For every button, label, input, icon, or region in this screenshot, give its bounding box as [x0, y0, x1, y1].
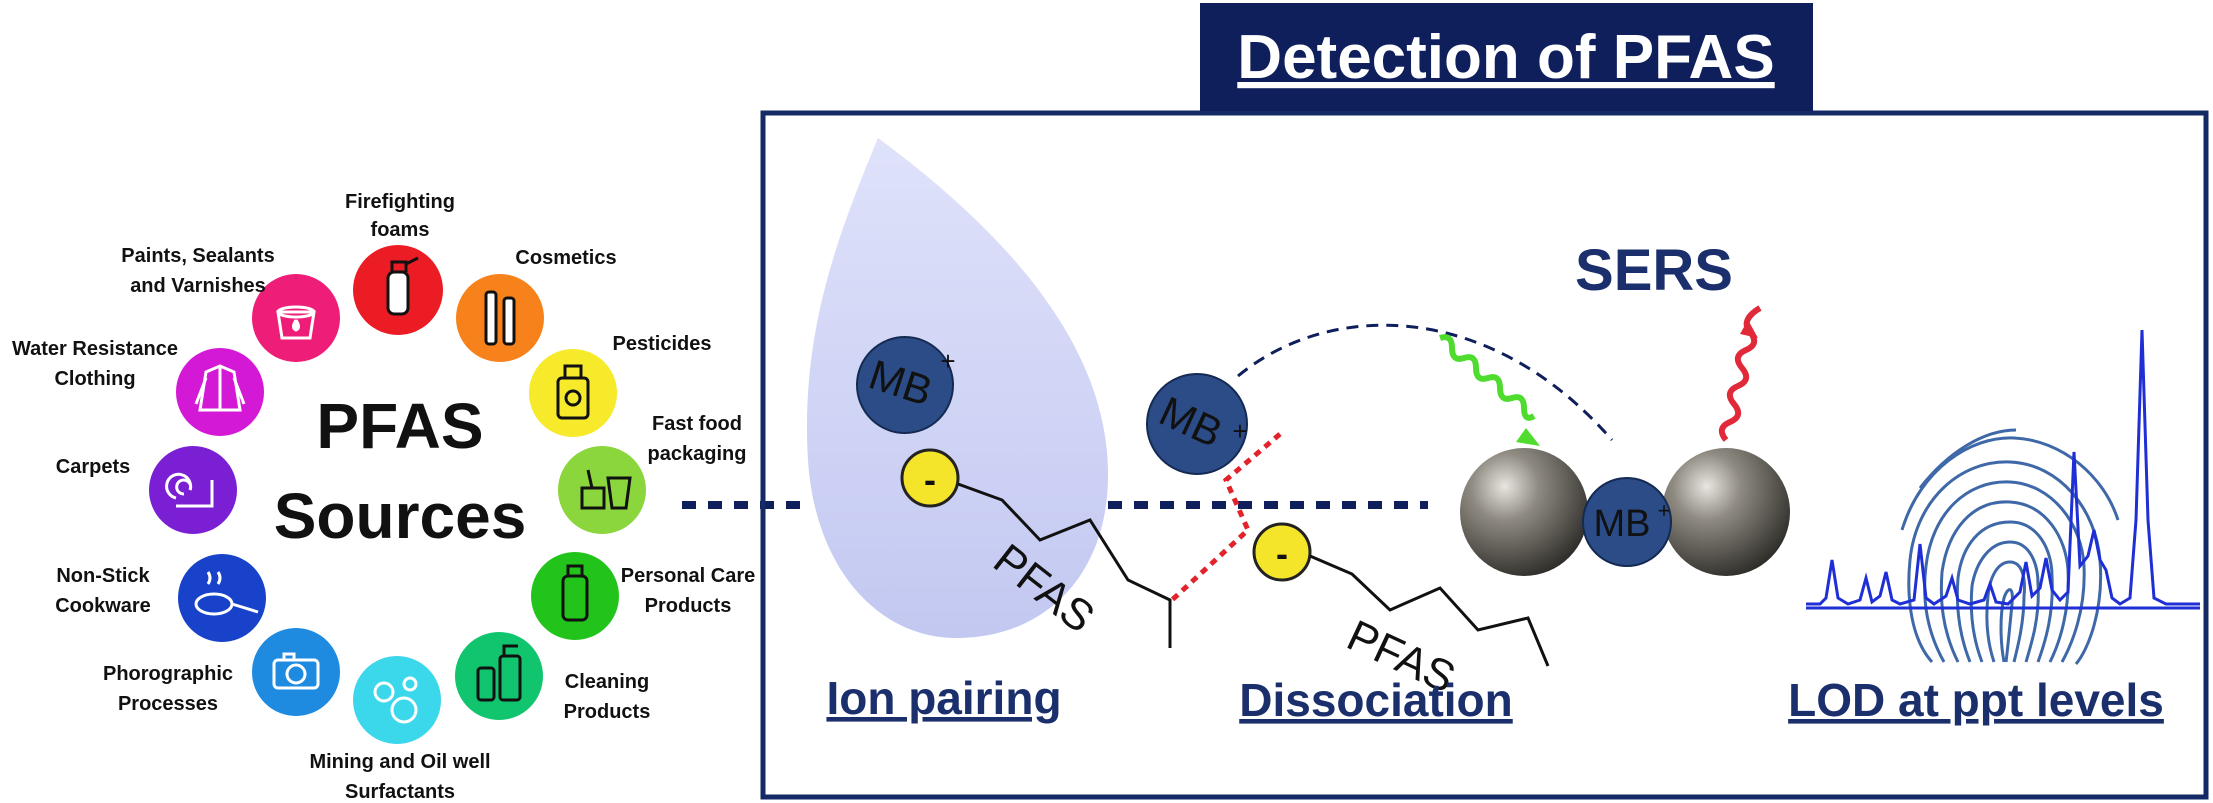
- source-label-line2: Products: [645, 595, 732, 617]
- source-label-line2: foams: [371, 219, 430, 241]
- source-label-line1: Personal Care: [621, 565, 756, 587]
- scattered-raman-wave: [1718, 305, 1762, 442]
- mascara-icon: [456, 274, 544, 362]
- anion-headgroup: [900, 448, 960, 508]
- anion-charge: -: [1276, 533, 1288, 574]
- sers-label: SERS: [1575, 238, 1733, 303]
- gold-nanoparticle-right: [1662, 448, 1790, 576]
- source-paints-sealants-varnishes: Paints, Sealants and Varnishes: [121, 245, 340, 362]
- source-firefighting-foams: Firefighting foams: [345, 191, 455, 335]
- carpet-roll-icon: [149, 446, 237, 534]
- incident-laser-wave: [1439, 334, 1536, 421]
- source-label-line2: Processes: [118, 693, 218, 715]
- source-label-line2: Surfactants: [345, 781, 455, 803]
- source-label-line2: packaging: [648, 443, 747, 465]
- takeaway-food-icon: [558, 446, 646, 534]
- detection-frame: [760, 110, 2209, 800]
- scattered-arrowhead: [1740, 320, 1758, 338]
- sources-title-line2: Sources: [274, 480, 527, 552]
- step-label-ion-pairing: Ion pairing: [826, 672, 1061, 724]
- mb-charge: +: [940, 346, 955, 376]
- source-label-line2: and Varnishes: [130, 275, 266, 297]
- sources-title-line1: PFAS: [316, 390, 483, 462]
- incident-arrowhead: [1516, 428, 1540, 446]
- camera-icon: [252, 628, 340, 716]
- mb-cation-circle: [1582, 477, 1672, 567]
- source-label-line2: Cookware: [55, 595, 151, 617]
- source-label-line1: Fast food: [652, 413, 742, 435]
- source-label-line1: Cosmetics: [515, 247, 616, 269]
- source-mining-oil-surfactants: Mining and Oil well Surfactants: [309, 656, 491, 803]
- source-label-line1: Cleaning: [565, 671, 649, 693]
- mb-cation-circle: [856, 336, 954, 434]
- frying-pan-icon: [178, 554, 266, 642]
- source-fast-food-packaging: Fast food packaging: [558, 413, 746, 534]
- source-carpets: Carpets: [56, 446, 237, 534]
- source-label-line1: Non-Stick: [56, 565, 150, 587]
- step-label-dissociation: Dissociation: [1239, 674, 1513, 726]
- source-label-line1: Water Resistance: [12, 338, 178, 360]
- pfas-sources-panel: PFAS Sources Firefighting foams Cosmetic…: [12, 191, 755, 803]
- shampoo-bottle-icon: [531, 552, 619, 640]
- source-non-stick-cookware: Non-Stick Cookware: [55, 554, 266, 642]
- source-label-line1: Paints, Sealants: [121, 245, 274, 267]
- mb-charge: +: [1658, 498, 1671, 523]
- source-label-line1: Pesticides: [613, 333, 712, 355]
- source-personal-care-products: Personal Care Products: [531, 552, 755, 640]
- gold-nanoparticle-left: [1460, 448, 1588, 576]
- source-label-line1: Carpets: [56, 456, 130, 478]
- source-pesticides: Pesticides: [529, 333, 711, 437]
- detection-title-banner: [1200, 3, 1813, 111]
- mb-charge: +: [1232, 416, 1247, 446]
- source-label-line2: Clothing: [54, 368, 135, 390]
- source-water-resistant-clothing: Water Resistance Clothing: [12, 338, 264, 436]
- source-label-line2: Products: [564, 701, 651, 723]
- detection-title: Detection of PFAS: [1237, 23, 1774, 92]
- raman-spectrum-trace: [1806, 329, 2200, 606]
- water-droplet: [806, 138, 1109, 639]
- anion-charge: -: [924, 459, 936, 500]
- mb-label: MB: [1594, 503, 1651, 545]
- source-cosmetics: Cosmetics: [456, 247, 617, 362]
- source-label-line1: Phorographic: [103, 663, 233, 685]
- transfer-arc: [1237, 323, 1614, 441]
- mb-cation-circle: [1146, 373, 1248, 475]
- source-label-line1: Firefighting: [345, 191, 455, 213]
- anion-headgroup: [1252, 522, 1312, 582]
- fingerprint-icon: [1900, 428, 2120, 665]
- pfas-chain: [1309, 554, 1550, 667]
- source-label-line1: Mining and Oil well: [309, 751, 490, 773]
- spray-can-icon: [529, 349, 617, 437]
- source-cleaning-products: Cleaning Products: [455, 632, 650, 723]
- step-label-lod: LOD at ppt levels: [1788, 674, 2164, 726]
- source-photographic-processes: Phorographic Processes: [103, 628, 340, 716]
- pfas-chain: [957, 482, 1172, 648]
